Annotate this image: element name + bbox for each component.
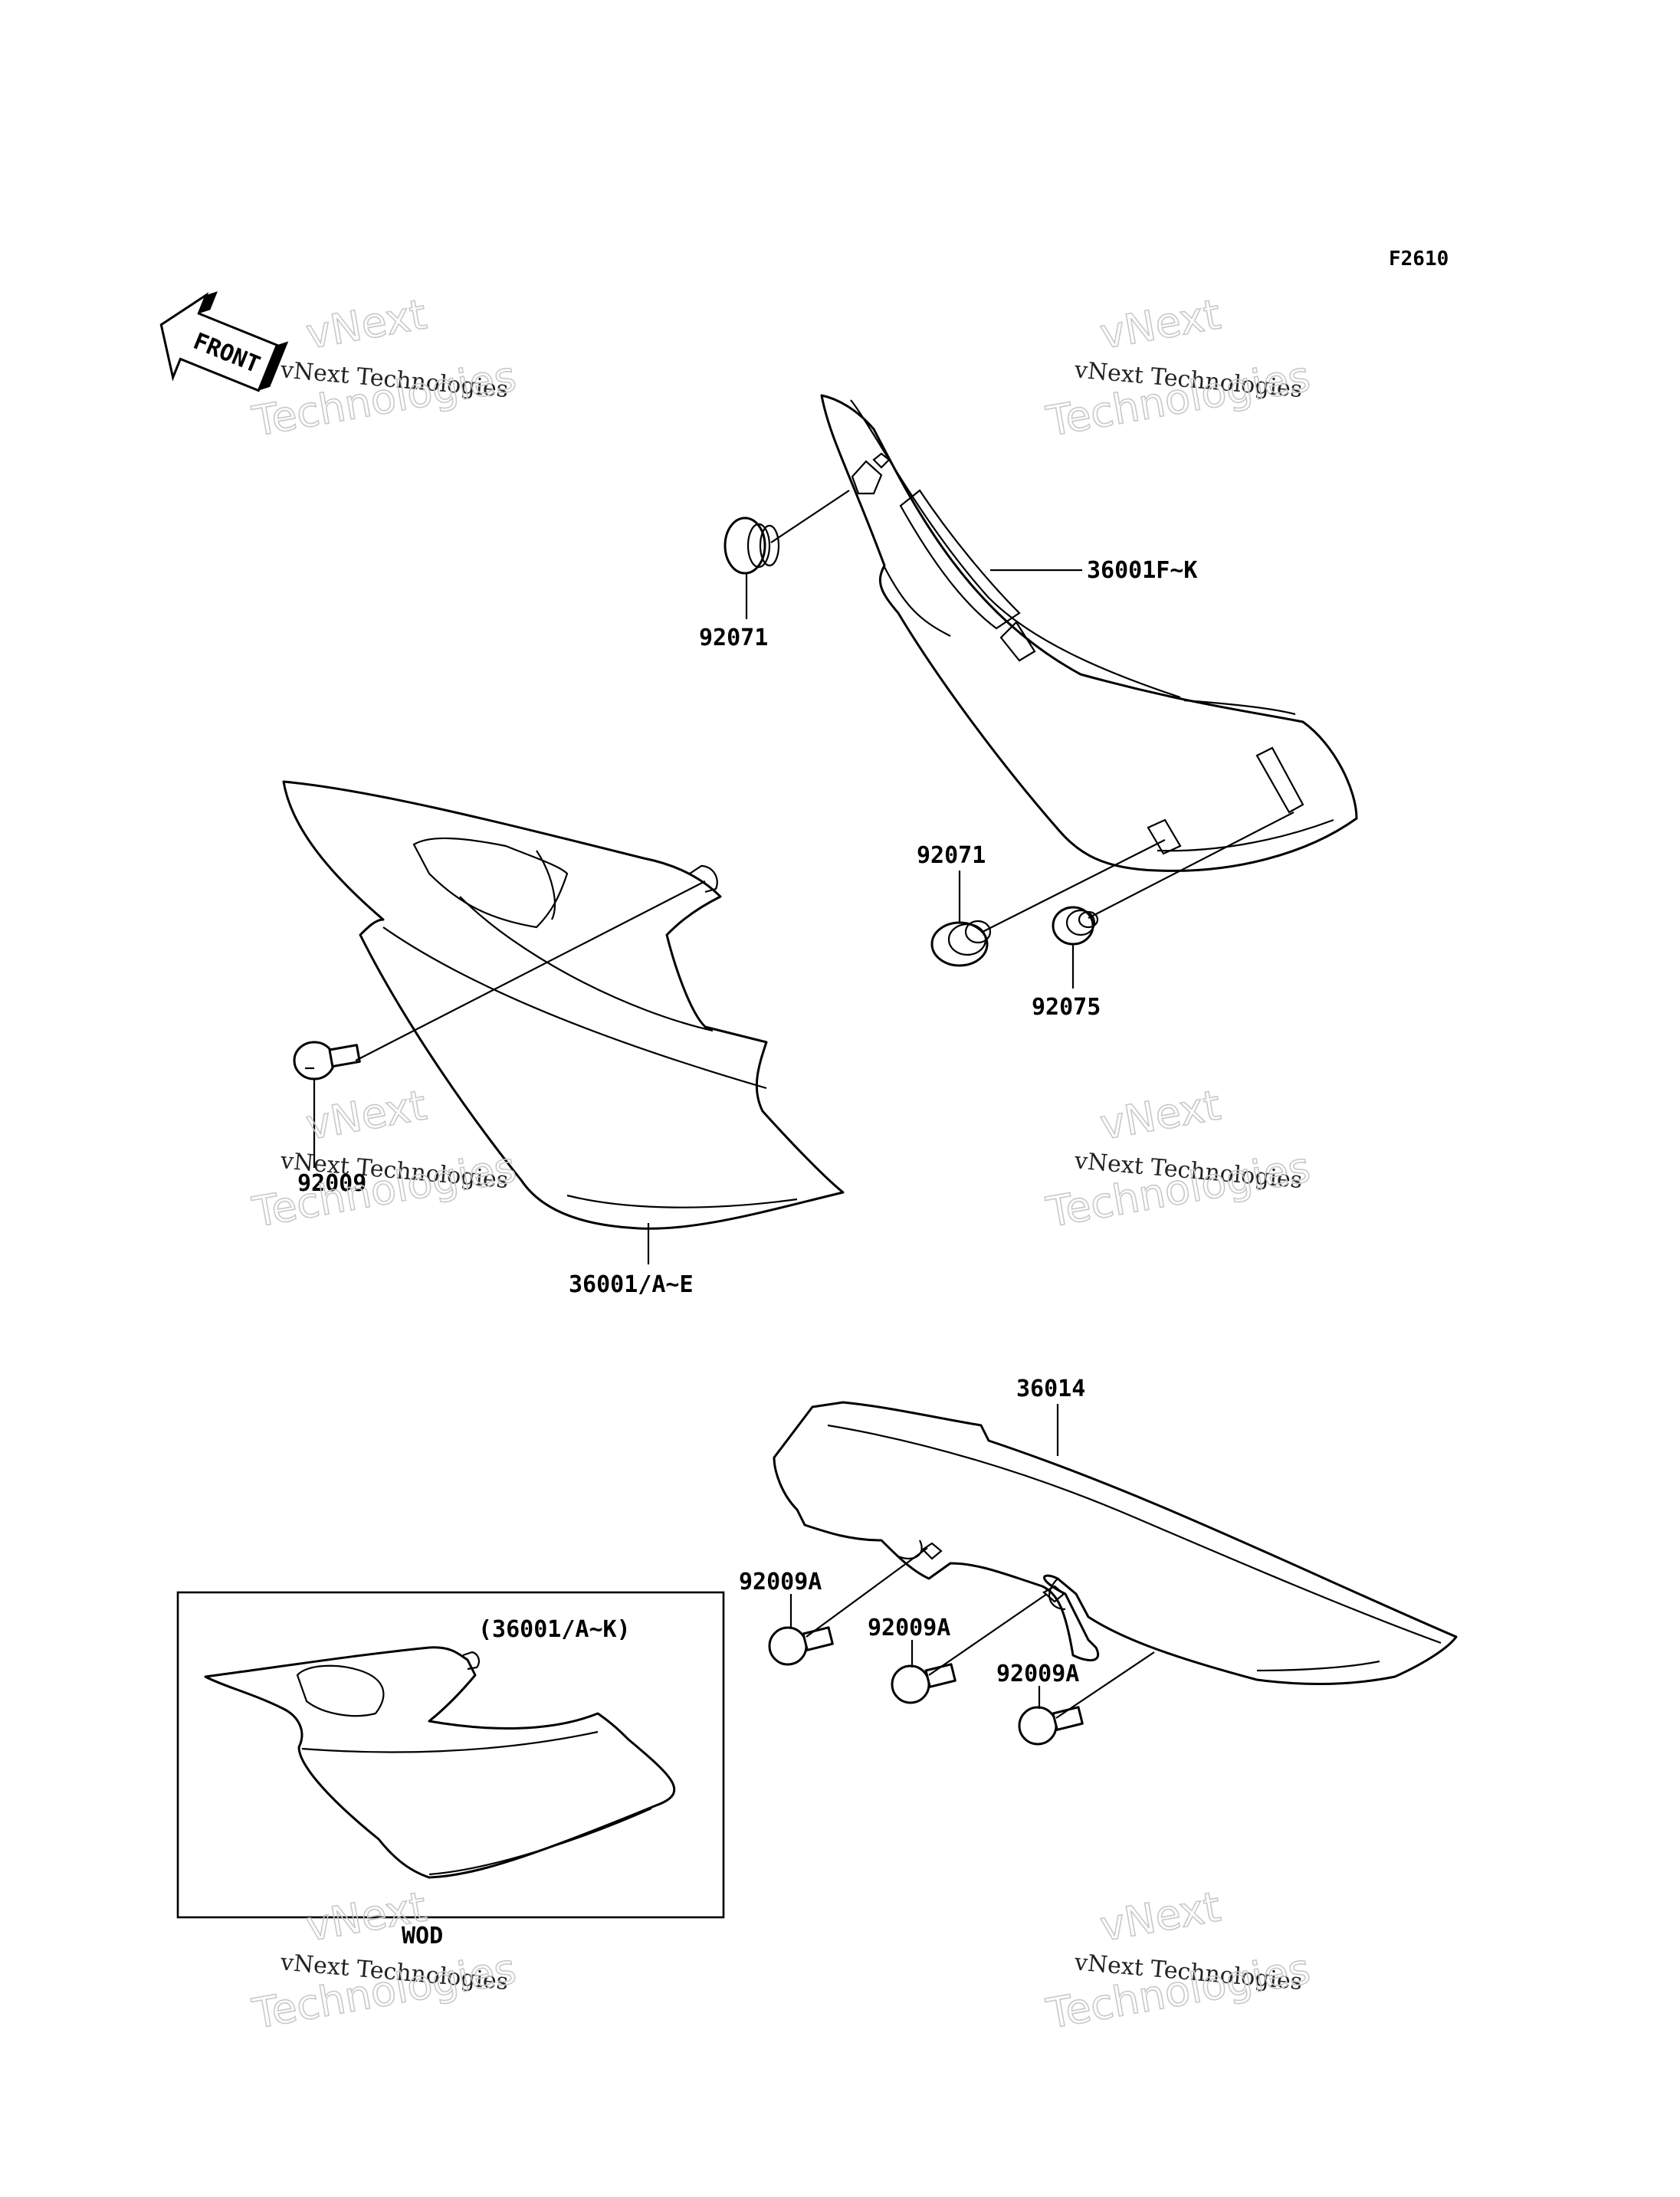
watermark-top-right: vNext vNext Technologies Technologies bbox=[1042, 290, 1314, 447]
watermark-bottom-left: vNext vNext Technologies Technologies bbox=[248, 1882, 520, 2039]
bolt-92009a-2-icon bbox=[891, 1663, 956, 1704]
inset-side-cover bbox=[204, 1646, 676, 1879]
label-92071-low: 92071 bbox=[917, 842, 986, 869]
watermark-line1: vNext bbox=[1097, 1882, 1224, 1950]
watermark-mid-right: vNext vNext Technologies Technologies bbox=[1042, 1080, 1314, 1238]
label-36014: 36014 bbox=[1016, 1376, 1085, 1402]
watermark-line1: vNext bbox=[303, 1080, 430, 1149]
label-92071-top: 92071 bbox=[699, 625, 768, 651]
label-92075: 92075 bbox=[1032, 994, 1101, 1021]
label-92009: 92009 bbox=[297, 1170, 366, 1197]
watermark-line1: vNext bbox=[1097, 290, 1224, 358]
label-36001fk: 36001F~K bbox=[1087, 557, 1198, 584]
watermark-top-left: vNext vNext Technologies Technologies bbox=[248, 290, 520, 447]
bolt-92009a-1-icon bbox=[768, 1626, 834, 1666]
leader-lines bbox=[313, 490, 1294, 1719]
label-92009a-1: 92009A bbox=[739, 1569, 822, 1595]
watermark-bottom-right: vNext vNext Technologies Technologies bbox=[1042, 1882, 1314, 2039]
grommet-92071-low-icon bbox=[930, 920, 992, 967]
bolt-92009-icon bbox=[293, 1041, 361, 1080]
grommet-92071-top-icon bbox=[724, 516, 780, 575]
side-cover-left bbox=[282, 780, 845, 1230]
inset-caption: WOD bbox=[402, 1923, 443, 1949]
side-cover-right bbox=[820, 394, 1358, 872]
inset-frame bbox=[176, 1591, 725, 1919]
chain-guard bbox=[773, 1401, 1458, 1686]
bolt-92009a-3-icon bbox=[1018, 1706, 1084, 1746]
front-arrow-icon: FRONT bbox=[159, 291, 289, 392]
grommet-92075-icon bbox=[1052, 906, 1099, 946]
label-92009a-3: 92009A bbox=[996, 1661, 1079, 1687]
figure-code: F2610 bbox=[1389, 248, 1449, 271]
label-36001ae: 36001/A~E bbox=[569, 1271, 694, 1298]
label-92009a-2: 92009A bbox=[868, 1615, 950, 1641]
watermark-line1: vNext bbox=[1097, 1080, 1224, 1149]
inset-title: (36001/A~K) bbox=[478, 1616, 631, 1643]
watermark-line1: vNext bbox=[303, 290, 430, 358]
